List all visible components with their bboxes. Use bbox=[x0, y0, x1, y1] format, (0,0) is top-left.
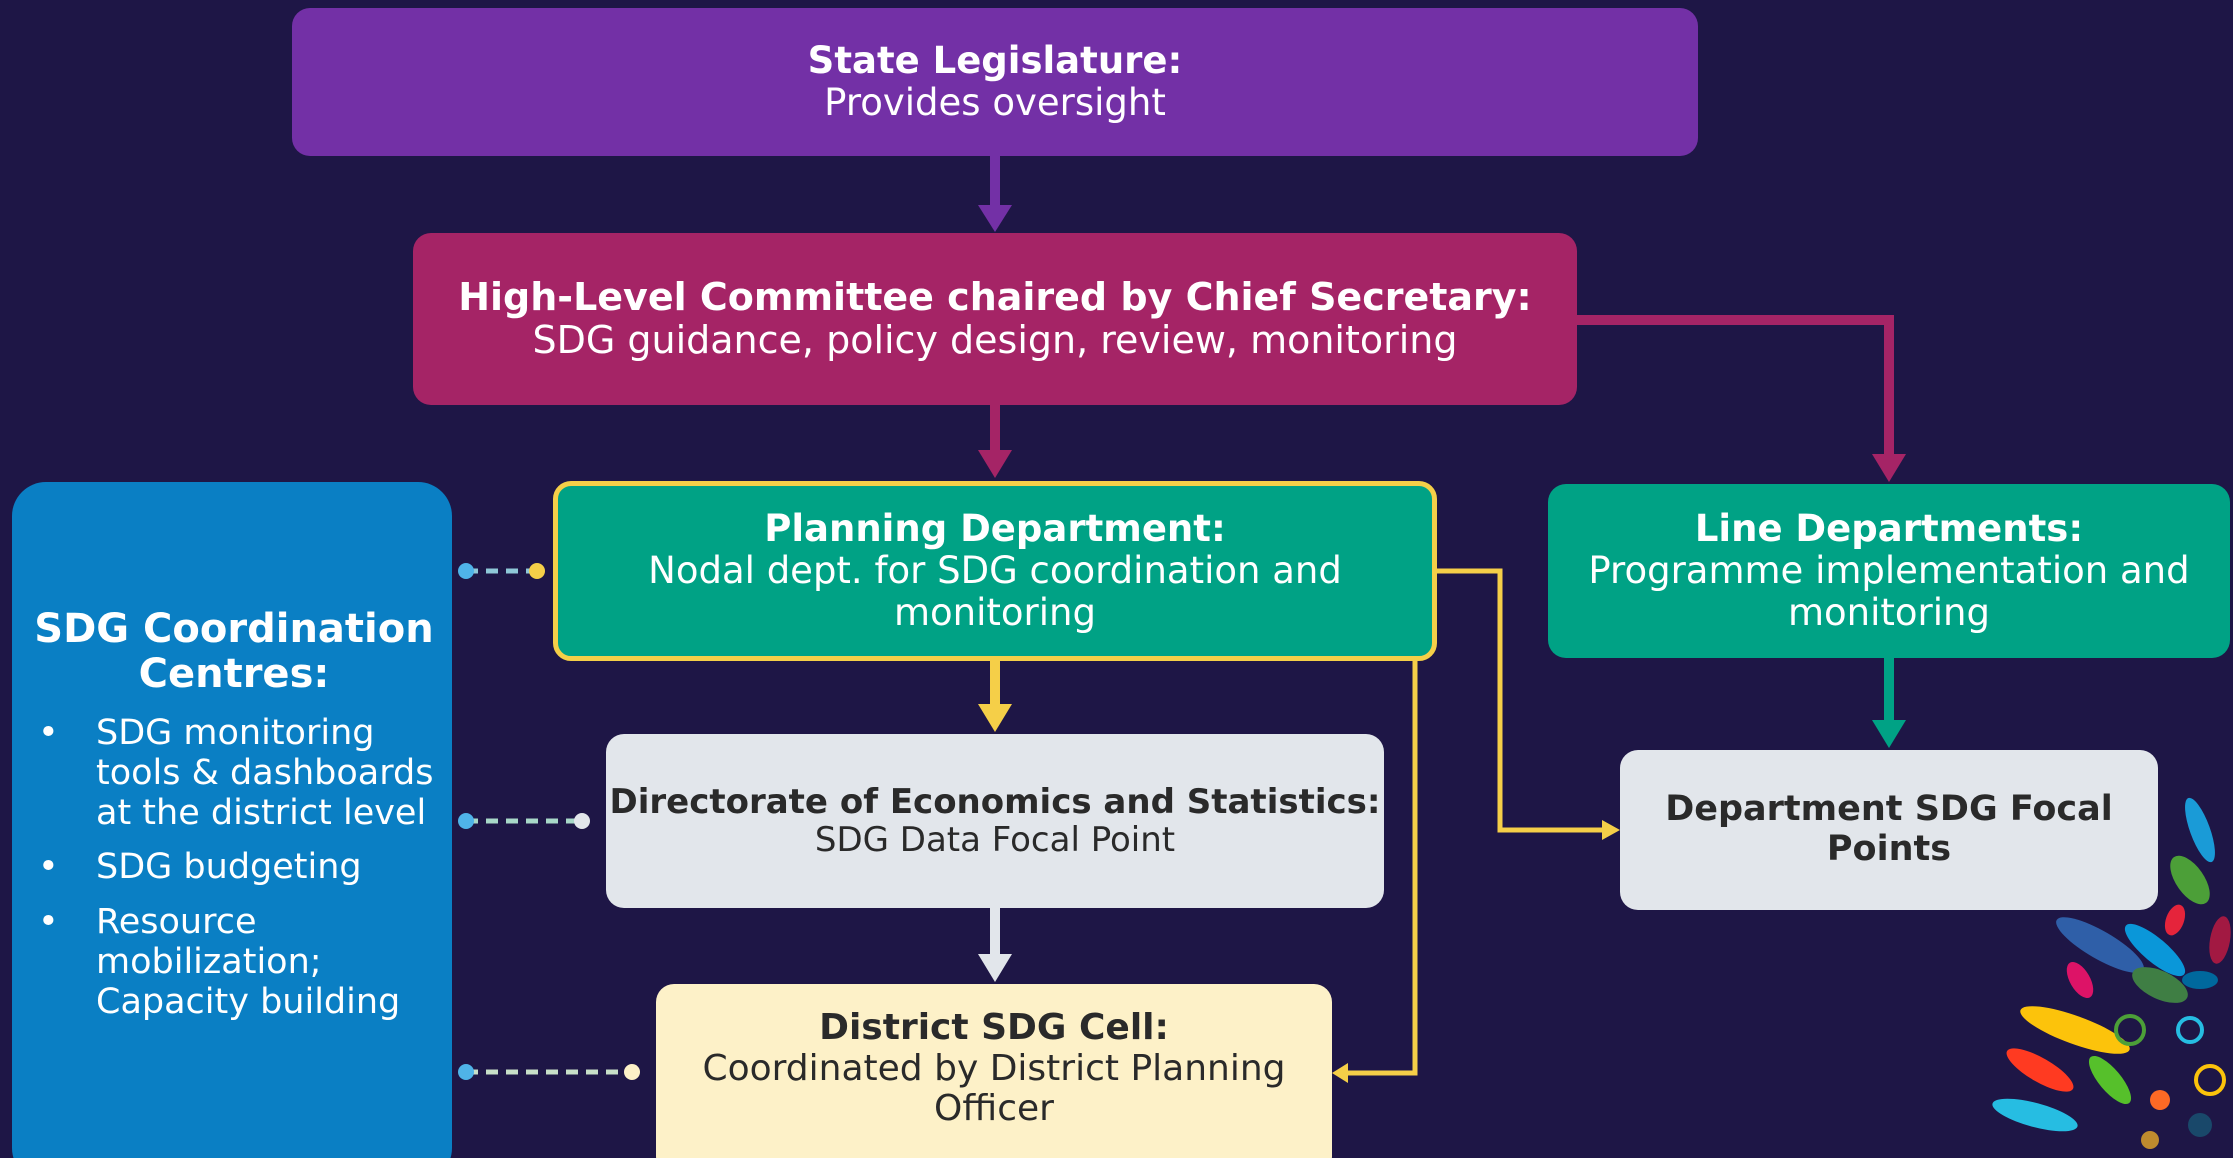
arrow-committee-to-planning bbox=[978, 405, 1012, 478]
planning-department-box: Planning Department: Nodal dept. for SDG… bbox=[553, 481, 1437, 661]
department-focal-points-title: Department SDG Focal Points bbox=[1665, 789, 2113, 869]
sdg-coordination-centres-list: • SDG monitoring tools & dashboards at t… bbox=[34, 713, 434, 1023]
list-item: • SDG budgeting bbox=[34, 847, 434, 887]
line-departments-title: Line Departments: bbox=[1694, 507, 2084, 551]
bullet-icon: • bbox=[38, 847, 59, 888]
list-item: • SDG monitoring tools & dashboards at t… bbox=[34, 713, 434, 834]
list-item-text: SDG monitoring tools & dashboards at the… bbox=[96, 712, 434, 834]
bullet-icon: • bbox=[38, 712, 59, 753]
dotted-link-directorate bbox=[458, 813, 590, 829]
line-departments-box: Line Departments: Programme implementati… bbox=[1548, 484, 2230, 658]
list-item-text: Resource mobilization; Capacity building bbox=[96, 901, 401, 1023]
planning-department-subtitle: Nodal dept. for SDG coordination and mon… bbox=[648, 549, 1342, 634]
bullet-icon: • bbox=[38, 901, 59, 942]
arrow-planning-to-focal-points bbox=[1437, 568, 1620, 840]
arrow-line-to-focal-points bbox=[1872, 658, 1906, 748]
high-level-committee-subtitle: SDG guidance, policy design, review, mon… bbox=[532, 318, 1458, 362]
arrow-planning-to-district bbox=[1332, 661, 1418, 1083]
sdg-decorative-motif bbox=[1992, 797, 2231, 1149]
arrow-directorate-to-district bbox=[978, 908, 1012, 982]
planning-department-title: Planning Department: bbox=[764, 507, 1226, 551]
sdg-coordination-centres-title: SDG Coordination Centres: bbox=[34, 606, 434, 697]
district-sdg-cell-subtitle: Coordinated by District Planning Officer bbox=[702, 1047, 1286, 1130]
state-legislature-subtitle: Provides oversight bbox=[824, 81, 1166, 124]
directorate-title: Directorate of Economics and Statistics: bbox=[609, 781, 1381, 822]
list-item-text: SDG budgeting bbox=[96, 847, 362, 888]
directorate-box: Directorate of Economics and Statistics:… bbox=[606, 734, 1384, 908]
sdg-coordination-centres-panel: SDG Coordination Centres: • SDG monitori… bbox=[12, 482, 452, 1158]
high-level-committee-box: High-Level Committee chaired by Chief Se… bbox=[413, 233, 1577, 405]
department-focal-points-box: Department SDG Focal Points bbox=[1620, 750, 2158, 910]
district-sdg-cell-box: District SDG Cell: Coordinated by Distri… bbox=[656, 984, 1332, 1158]
state-legislature-box: State Legislature: Provides oversight bbox=[292, 8, 1698, 156]
arrow-legislature-to-committee bbox=[978, 156, 1012, 232]
high-level-committee-title: High-Level Committee chaired by Chief Se… bbox=[458, 275, 1532, 320]
directorate-subtitle: SDG Data Focal Point bbox=[814, 820, 1176, 860]
dotted-link-planning bbox=[458, 563, 545, 579]
state-legislature-title: State Legislature: bbox=[807, 39, 1183, 83]
line-departments-subtitle: Programme implementation and monitoring bbox=[1588, 549, 2190, 634]
arrow-planning-to-directorate bbox=[978, 661, 1012, 732]
list-item: • Resource mobilization; Capacity buildi… bbox=[34, 902, 434, 1023]
district-sdg-cell-title: District SDG Cell: bbox=[819, 1007, 1169, 1048]
arrow-committee-to-line-departments bbox=[1577, 315, 1906, 482]
dotted-link-district bbox=[458, 1064, 640, 1080]
